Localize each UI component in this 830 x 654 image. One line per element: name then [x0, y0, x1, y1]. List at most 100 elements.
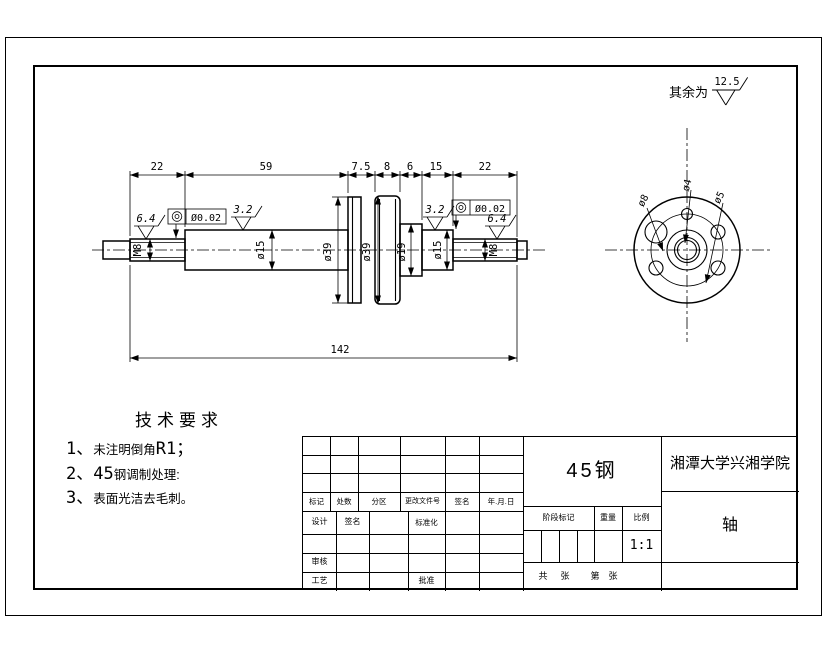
- shaft-end-stub-right: [516, 240, 528, 260]
- roughness-6-4-left: 6.4: [137, 213, 156, 225]
- concentricity-icon: [174, 214, 180, 219]
- hole-d5: [648, 260, 664, 276]
- sheet-number-label: 第: [590, 570, 600, 581]
- surface-roughness-marks: 6.4 3.2 3.2 6.4: [133, 204, 517, 240]
- grid-line: [445, 437, 446, 511]
- sheet-zhang-label: 张: [560, 570, 570, 581]
- flange-outer-circle: [633, 196, 741, 304]
- grid-line: [358, 437, 359, 511]
- scale-label: 比例: [633, 512, 650, 522]
- tech-requirement-2: 2、45钢调制处理:: [66, 459, 180, 484]
- grid-line: [303, 473, 523, 474]
- tech-requirements-title: 技术要求: [135, 411, 223, 430]
- hub-circle: [666, 229, 708, 271]
- tech-2-text: 钢调制处理:: [113, 468, 180, 482]
- titleblock-cell-change-file: 更改文件号: [405, 497, 440, 505]
- tech-1-text: 未注明倒角: [93, 443, 156, 457]
- grid-line: [479, 437, 480, 511]
- grid-line: [523, 506, 661, 507]
- dim-6: 6: [407, 161, 413, 173]
- tolerance-value-left: Ø0.02: [191, 212, 221, 224]
- titleblock-cell-date: 年.月.日: [487, 496, 515, 506]
- label-dia-15-left: ø15: [255, 241, 267, 260]
- roughness-3-2-right: 3.2: [425, 204, 445, 216]
- grid-line: [303, 572, 523, 573]
- dim-22-left: 22: [151, 161, 164, 173]
- dim-59: 59: [260, 161, 273, 173]
- grid-line: [559, 530, 560, 562]
- titleblock-cell-design-sign: 签名: [344, 517, 361, 527]
- grid-line: [523, 437, 524, 591]
- scale-value: 1:1: [629, 538, 654, 554]
- tech-requirement-3: 3、表面光洁去毛刺。: [66, 483, 193, 508]
- tech-1-number: 1、: [66, 439, 94, 459]
- hole-d4: [680, 207, 694, 221]
- grid-line: [479, 511, 480, 591]
- concentricity-icon: [171, 211, 183, 222]
- grid-line: [661, 437, 662, 591]
- grid-line: [303, 511, 523, 512]
- dim-15: 15: [430, 161, 443, 173]
- general-roughness-note: 其余为 12.5: [669, 76, 749, 106]
- tolerance-frame-right: Ø0.02: [451, 199, 511, 229]
- endview-hole-label-d5: ø5: [712, 190, 727, 206]
- end-view: ø8 ø4 ø5: [605, 128, 770, 342]
- titleblock-cell-standardization: 标准化: [415, 517, 438, 527]
- part-name: 轴: [721, 517, 738, 535]
- grid-line: [408, 511, 409, 591]
- dim-8: 8: [384, 161, 390, 173]
- sheet-total-label: 共: [538, 570, 548, 581]
- grid-line: [661, 491, 799, 492]
- titleblock-cell-signature: 签名: [454, 496, 470, 506]
- roughness-6-4-right: 6.4: [488, 213, 507, 225]
- shaft-flange-d39: [347, 196, 362, 304]
- dim-total-142: 142: [331, 344, 350, 356]
- endview-hole-label-d4: ø4: [681, 178, 695, 192]
- titleblock-cell-approve: 批准: [418, 576, 435, 586]
- grid-line: [622, 506, 623, 562]
- hole-d8: [644, 220, 668, 244]
- label-thread-m8-left: M8: [132, 244, 144, 257]
- grid-line: [336, 511, 337, 591]
- hole-d5: [710, 260, 726, 276]
- top-dimension-chain: 22 59 7.5 8 6 15 22: [130, 161, 517, 178]
- label-dia-19: ø19: [396, 243, 408, 262]
- grid-line: [303, 553, 523, 554]
- general-note-prefix: 其余为: [669, 85, 708, 100]
- title-block: 标记 处数 分区 更改文件号 签名 年.月.日 设计 签名 标准化 审核 工艺 …: [302, 436, 799, 591]
- school-name: 湘潭大学兴湘学院: [669, 455, 790, 473]
- titleblock-cell-design: 设计: [311, 517, 328, 527]
- grid-line: [303, 455, 523, 456]
- titleblock-cell-review: 审核: [311, 557, 328, 567]
- grid-line: [330, 437, 331, 511]
- grid-line: [303, 534, 523, 535]
- diameter-dimensions: ø15 ø39 ø39 ø19 ø15 M8 M8: [132, 196, 500, 304]
- grid-line: [541, 530, 542, 562]
- material-label: 45钢: [566, 460, 618, 482]
- general-roughness-value: 12.5: [714, 76, 739, 88]
- grid-line: [523, 530, 661, 531]
- dim-22-right: 22: [479, 161, 492, 173]
- tech-2-number: 2、45: [66, 464, 114, 484]
- tech-3-text: 表面光洁去毛刺。: [93, 492, 194, 506]
- label-dia-39-flange: ø39: [322, 243, 334, 262]
- titleblock-cell-mark: 标记: [309, 496, 324, 506]
- front-view: 22 59 7.5 8 6 15 22 142 ø15 ø39 ø39: [92, 161, 545, 362]
- label-thread-m8-right: M8: [488, 244, 500, 257]
- sheet-zhang-label: 张: [608, 570, 618, 581]
- grid-line: [369, 511, 370, 591]
- grid-line: [523, 562, 799, 563]
- endview-hole-label-d8: ø8: [636, 193, 651, 209]
- titleblock-cell-count: 处数: [336, 496, 352, 506]
- label-dia-39-disc: ø39: [361, 243, 373, 262]
- dim-7-5: 7.5: [352, 161, 371, 173]
- roughness-3-2-left: 3.2: [233, 204, 253, 216]
- sheet-outer-border: [5, 37, 822, 616]
- concentricity-icon: [455, 202, 467, 213]
- weight-label: 重量: [600, 512, 616, 522]
- tech-1-tail: R1；: [155, 439, 194, 459]
- concentricity-icon: [458, 205, 464, 210]
- bolt-circle: [650, 213, 724, 287]
